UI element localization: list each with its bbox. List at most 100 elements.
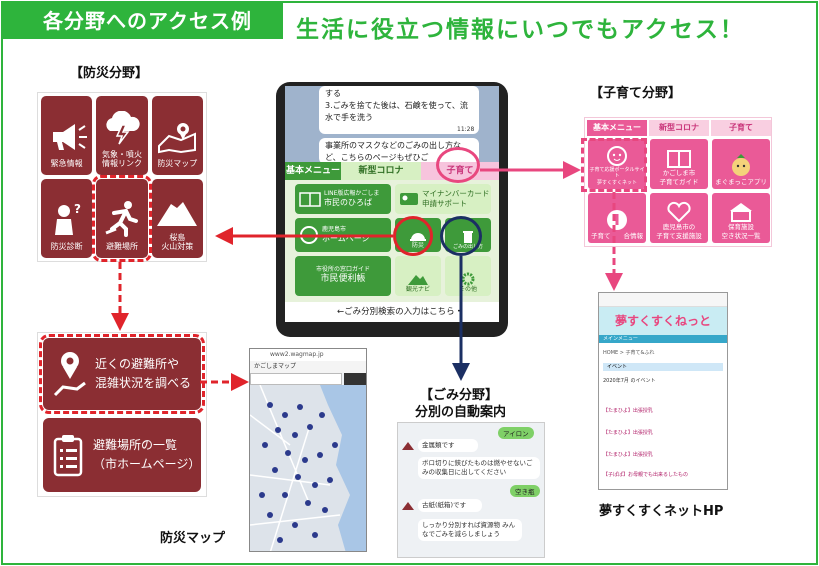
garbage-chat: アイロン 金属類です ボロ切りに鋏びたものは燃やせないごみの収集日に出してくださ… <box>397 422 545 558</box>
childcare-tile-facility[interactable]: 鹿児島市の 子育て支援施設 <box>650 193 708 243</box>
headline: 生活に役立つ情報にいつでもアクセス！ <box>296 17 745 43</box>
disaster-tile-evacuation[interactable]: 避難場所 <box>92 175 152 262</box>
highlight-kosodate <box>436 147 480 183</box>
tile-label: 子育て 合情報 <box>591 231 643 240</box>
tile-label: 子育て応援ポータルサイト 夢すくすくネット <box>589 166 645 186</box>
id-card-icon <box>400 193 418 205</box>
childcare-tile-guide[interactable]: かごしま市 子育てガイド <box>650 139 708 189</box>
volcano-icon <box>157 201 198 226</box>
childcare-tile-nursery[interactable]: 保育施設 空き状況一覧 <box>712 193 770 243</box>
book-icon <box>667 150 691 169</box>
yumesuku-web-screen: 夢すくすくねっと メインメニュー HOME > 子育て&ふれ イベント 2020… <box>598 292 728 490</box>
section-title: 各分野へのアクセス例 <box>3 3 283 39</box>
disaster-tile-emergency[interactable]: 緊急情報 <box>41 96 93 175</box>
cloud-lightning-icon <box>106 110 140 145</box>
map-search-input[interactable] <box>250 373 342 385</box>
web-month: 2020年7月 のイベント <box>603 378 656 384</box>
disaster-tile-weather[interactable]: 気象・噴火 情報リンク <box>96 96 148 175</box>
user-message-bottle: 空き瓶 <box>510 485 540 497</box>
chat-bubble-hand-wash: する 3.ごみを捨てた後は、石鹸を使って、流水で手を洗う <box>319 86 479 134</box>
highlight-gomi <box>440 216 482 256</box>
benri-label: 市民便利帳 <box>320 274 366 285</box>
heart-home-icon <box>667 202 691 223</box>
tile-label: 保育施設 空き状況一覧 <box>721 223 761 240</box>
tab-kosodate[interactable]: 子育て <box>711 120 771 136</box>
web-event-item[interactable]: 【たまひよ】出張授乳 <box>603 430 653 436</box>
mynumber-button[interactable]: マイナンバーカード申請サポート <box>395 184 491 214</box>
label-garbage-1: 【ごみ分野】 <box>420 388 499 403</box>
web-header-bar <box>599 293 727 307</box>
mascot-icon <box>732 153 750 176</box>
shelter-list-button[interactable]: 避難場所の一覧 （市ホームページ） <box>43 418 201 492</box>
evacuation-panel: 近くの避難所や 混雑状況を調べる 避難場所の一覧 （市ホームページ） <box>37 332 207 497</box>
megaphone-icon <box>52 124 87 151</box>
chat-text-top: する <box>325 89 341 98</box>
map-search-button[interactable] <box>344 373 366 385</box>
disaster-tile-map[interactable]: 防災マップ <box>151 96 203 175</box>
homepage-sub: 鹿児島市 <box>322 225 347 233</box>
childcare-tile-info[interactable]: 子育て 合情報 <box>588 193 646 243</box>
map-canvas[interactable] <box>250 385 367 552</box>
svg-text:?: ? <box>74 202 81 216</box>
building-icon <box>730 203 752 223</box>
tile-label: 桜島 火山対策 <box>161 232 194 252</box>
disaster-tile-volcano[interactable]: 桜島 火山対策 <box>151 179 203 258</box>
bot-avatar-icon <box>402 502 414 510</box>
childcare-tile-yumesuku[interactable]: 子育て応援ポータルサイト 夢すくすくネット <box>588 139 646 189</box>
label-yumesuku: 夢すくすくネットHP <box>599 504 724 519</box>
kanko-button[interactable]: 観光ナビ <box>395 256 441 296</box>
person-question-icon: ? <box>54 202 81 236</box>
tab-basic-menu[interactable]: 基本メニュー <box>285 162 341 180</box>
web-event-item[interactable]: 【たまひよ】出張授乳 <box>603 452 653 458</box>
bot-message-metal: 金属類です <box>418 439 478 453</box>
tab-basic-menu[interactable]: 基本メニュー <box>587 120 647 136</box>
map-pin-runner-icon <box>53 352 86 397</box>
nearby-shelter-button[interactable]: 近くの避難所や 混雑状況を調べる <box>39 334 205 414</box>
tile-label: 鹿児島市の 子育て支援施設 <box>656 223 702 240</box>
web-event-header: イベント <box>603 363 723 371</box>
user-message-iron: アイロン <box>498 427 534 439</box>
bot-message-iron-detail: ボロ切りに鋏びたものは燃やせないごみの収集日に出してください <box>418 457 540 480</box>
garbage-search-hint[interactable]: ←ごみ分別検索の入力はこちら・ <box>285 302 499 322</box>
childcare-tile-app[interactable]: まぐまっこアプリ <box>712 139 770 189</box>
line-square-label: 市民のひろば <box>324 197 372 207</box>
tile-label: 避難場所 <box>105 242 138 252</box>
sonota-button[interactable]: その他 <box>445 256 491 296</box>
bot-message-recycle: しっかり分別すれば資源物 みんなでごみを減らしましょう <box>418 519 522 542</box>
clipboard-list-icon <box>53 435 83 477</box>
kanko-label: 観光ナビ <box>405 286 430 294</box>
tile-label: 緊急情報 <box>50 159 83 169</box>
gear-icon <box>461 272 475 286</box>
benri-button[interactable]: 市役所の窓口ガイド 市民便利帳 <box>295 256 391 296</box>
web-event-item[interactable]: 【子ぱぱ】お母親でも出来るしたもの <box>603 472 689 478</box>
running-person-icon <box>105 201 138 238</box>
label-map: 防災マップ <box>160 531 226 546</box>
tile-label: かごしま市 子育てガイド <box>659 169 699 186</box>
web-banner: 夢すくすくねっと <box>599 307 727 335</box>
chat-time: 11:28 <box>457 126 475 133</box>
line-square-sub: LINE版広報かごしま <box>324 189 380 197</box>
disaster-menu: 緊急情報 気象・噴火 情報リンク 防災マップ ? 防災診断 避難場所 桜島 火山… <box>37 92 207 262</box>
bot-message-paper: 古紙(紙箱)です <box>418 499 482 513</box>
tab-corona[interactable]: 新型コロナ <box>649 120 709 136</box>
mynumber-label-1: マイナンバーカード <box>422 189 490 199</box>
label-disaster: 【防災分野】 <box>70 66 149 81</box>
web-breadcrumb: HOME > 子育て&ふれ <box>603 350 655 356</box>
highlight-bousai <box>393 216 433 256</box>
mynumber-label-2: 申請サポート <box>422 199 467 208</box>
disaster-tile-diagnosis[interactable]: ? 防災診断 <box>41 179 93 258</box>
web-event-item[interactable]: 【たまひよ】出張授乳 <box>603 408 653 414</box>
chat-text-item: 3.ごみを捨てた後は、石鹸を使って、流水で手を洗う <box>325 101 468 122</box>
highlight-yumesuku <box>581 138 647 192</box>
map-icon <box>158 123 197 154</box>
map-url: www2.wagmap.jp <box>250 349 366 361</box>
sonota-label: その他 <box>458 286 477 294</box>
benri-sub: 市役所の窓口ガイド <box>315 266 370 274</box>
web-nav[interactable]: メインメニュー <box>599 335 727 343</box>
bot-avatar-icon <box>402 442 414 450</box>
line-square-button[interactable]: LINE版広報かごしま市民のひろば <box>295 184 391 214</box>
tab-corona[interactable]: 新型コロナ <box>341 162 421 180</box>
shelter-list-label: 避難場所の一覧 （市ホームページ） <box>93 437 201 471</box>
